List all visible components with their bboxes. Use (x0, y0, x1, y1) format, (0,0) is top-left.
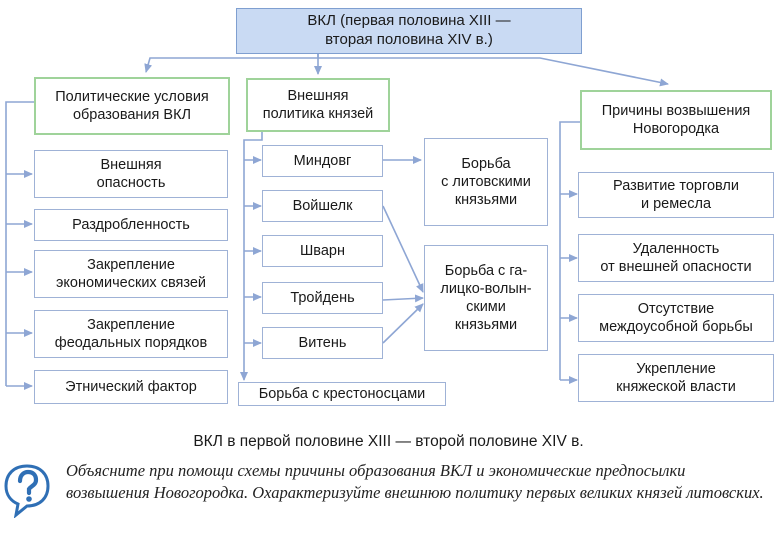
political-item-3-label: Закрепление экономических связей (56, 256, 206, 291)
novogrudok-item-1-label: Развитие торговли и ремесла (613, 177, 739, 212)
political-head-label: Политические условия образования ВКЛ (55, 88, 209, 123)
prince-viten: Витень (262, 327, 383, 359)
struggle-galician-box: Борьба с га- лицко-волын- скими князьями (424, 245, 548, 351)
political-item-4-label: Закрепление феодальных порядков (54, 316, 208, 351)
struggle-lithuanian-label: Борьба с литовскими князьями (441, 155, 531, 209)
novogrudok-item-4: Укрепление княжеской власти (578, 354, 774, 402)
prince-voishelk-label: Войшелк (292, 197, 353, 214)
bracket-foreign (243, 131, 263, 366)
political-item-4: Закрепление феодальных порядков (34, 310, 228, 358)
arrow-root-to-political (144, 54, 319, 73)
political-item-2: Раздробленность (34, 209, 228, 241)
prince-viten-label: Витень (298, 334, 347, 351)
root-label: ВКЛ (первая половина XIII — вторая полов… (307, 12, 511, 48)
arrow-troiden-galician (382, 294, 424, 303)
prince-shvarn: Шварн (262, 235, 383, 267)
novogrudok-item-2-label: Удаленность от внешней опасности (600, 240, 752, 275)
root-box: ВКЛ (первая половина XIII — вторая полов… (236, 8, 582, 54)
question-text: Объясните при помощи схемы причины образ… (66, 461, 764, 502)
political-item-5-label: Этнический фактор (65, 378, 197, 395)
prince-mindovg-label: Миндовг (293, 152, 352, 169)
prince-troiden-label: Тройдень (290, 289, 355, 306)
arrow-viten-galician (382, 303, 424, 344)
novogrudok-item-3: Отсутствие междоусобной борьбы (578, 294, 774, 342)
political-item-1: Внешняя опасность (34, 150, 228, 198)
struggle-galician-label: Борьба с га- лицко-волын- скими князьями (440, 262, 532, 334)
bracket-novogrudok (559, 121, 580, 380)
political-item-1-label: Внешняя опасность (96, 156, 166, 191)
prince-shvarn-label: Шварн (300, 242, 345, 259)
novogrudok-head-box: Причины возвышения Новогородка (580, 90, 772, 150)
arrow-root-to-novogrudok (318, 57, 669, 87)
connector-lines (5, 54, 669, 390)
novogrudok-item-1: Развитие торговли и ремесла (578, 172, 774, 218)
foreign-head-box: Внешняя политика князей (246, 78, 390, 132)
bracket-political (5, 101, 34, 386)
foreign-head-label: Внешняя политика князей (262, 87, 374, 122)
diagram-caption: ВКЛ в первой половине XIII — второй поло… (193, 433, 584, 450)
novogrudok-head-label: Причины возвышения Новогородка (601, 102, 751, 137)
political-item-5: Этнический фактор (34, 370, 228, 404)
novogrudok-item-4-label: Укрепление княжеской власти (616, 360, 736, 395)
crusaders-box: Борьба с крестоносцами (238, 382, 446, 406)
question-mark-icon (4, 464, 50, 518)
prince-troiden: Тройдень (262, 282, 383, 314)
political-head-box: Политические условия образования ВКЛ (34, 77, 230, 135)
prince-voishelk: Войшелк (262, 190, 383, 222)
political-item-2-label: Раздробленность (72, 216, 190, 233)
crusaders-label: Борьба с крестоносцами (258, 385, 426, 402)
novogrudok-item-3-label: Отсутствие междоусобной борьбы (599, 300, 753, 335)
arrow-voishelk-galician (382, 205, 424, 293)
struggle-lithuanian-box: Борьба с литовскими князьями (424, 138, 548, 226)
diagram: ВКЛ (первая половина XIII — вторая полов… (5, 8, 774, 406)
prince-mindovg: Миндовг (262, 145, 383, 177)
novogrudok-item-2: Удаленность от внешней опасности (578, 234, 774, 282)
political-item-3: Закрепление экономических связей (34, 250, 228, 298)
